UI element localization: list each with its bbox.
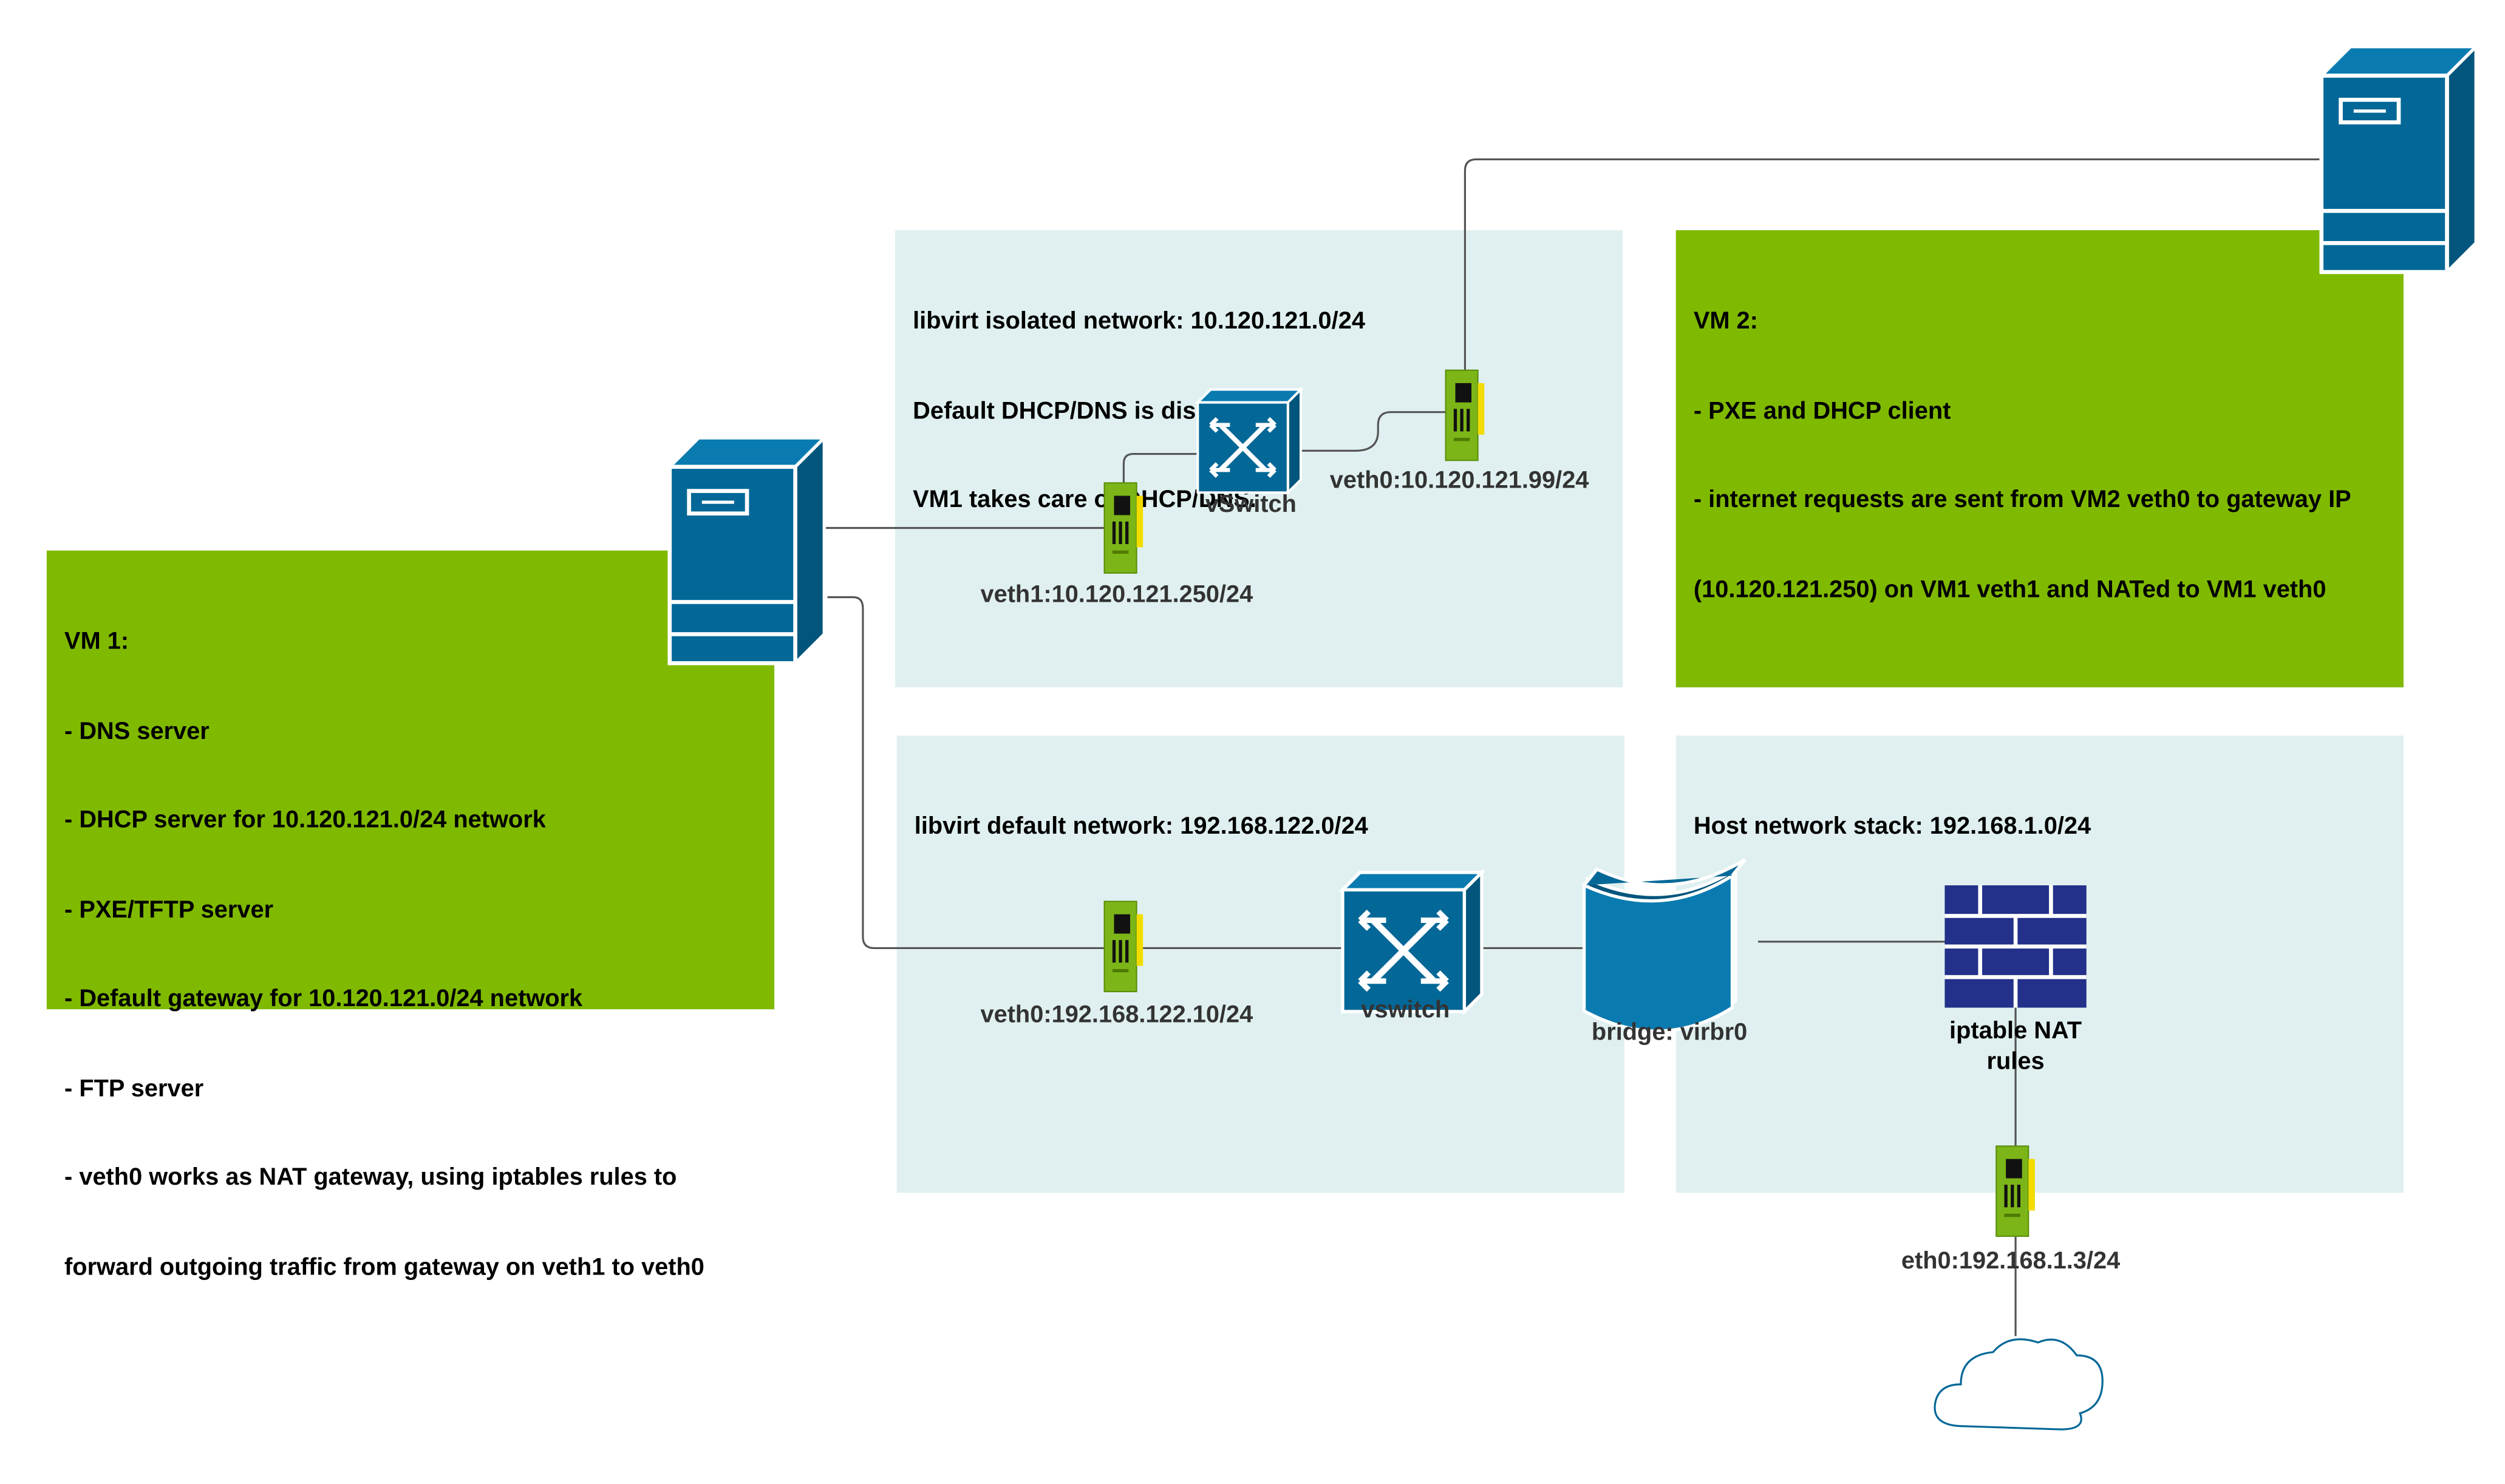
nic-veth1-vm1-icon xyxy=(1103,482,1144,574)
nic-veth0-vm2-icon xyxy=(1445,369,1485,461)
vm1-description-line: - veth0 works as NAT gateway, using ipta… xyxy=(64,1163,677,1191)
cloud-icon xyxy=(1934,1338,2104,1431)
default-network-line: libvirt default network: 192.168.122.0/2… xyxy=(914,812,1368,840)
veth1-vm1-label: veth1:10.120.121.250/24 xyxy=(980,581,1253,609)
vm1-description-line: - Default gateway for 10.120.121.0/24 ne… xyxy=(64,985,583,1013)
vm2-server-icon xyxy=(2322,47,2476,272)
vswitch-isolated-icon xyxy=(1198,390,1301,493)
default-network-title: libvirt default network: 192.168.122.0/2… xyxy=(915,754,1368,902)
vswitch-top-label: vSwitch xyxy=(1205,491,1297,519)
vm2-description: VM 2: - PXE and DHCP client - internet r… xyxy=(1694,248,2351,665)
host-network-title: Host network stack: 192.168.1.0/24 xyxy=(1694,754,2091,902)
firewall-icon xyxy=(1944,885,2087,1008)
vm2-description-zone xyxy=(1675,230,2404,687)
veth0-vm2-label: veth0:10.120.121.99/24 xyxy=(1329,466,1589,494)
vm2-description-line: (10.120.121.250) on VM1 veth1 and NATed … xyxy=(1693,575,2326,603)
vswitch-bottom-label: vswitch xyxy=(1361,996,1450,1024)
veth0-vm1-label: veth0:192.168.122.10/24 xyxy=(980,1001,1253,1029)
host-network-line: Host network stack: 192.168.1.0/24 xyxy=(1693,812,2091,840)
wire-veth0vm2-vm2 xyxy=(1464,158,2325,370)
wire-vm1-veth0 xyxy=(827,596,1105,950)
vm2-description-line: - internet requests are sent from VM2 ve… xyxy=(1693,486,2351,514)
default-network-zone xyxy=(896,735,1624,1193)
vm1-description-line: - DNS server xyxy=(64,717,210,745)
vswitch-default-icon xyxy=(1343,873,1482,1012)
bridge-label: bridge: virbr0 xyxy=(1591,1019,1748,1047)
eth0-host-label: eth0:192.168.1.3/24 xyxy=(1901,1247,2121,1275)
wire-vswitch-veth0vm2 xyxy=(1301,411,1446,452)
vm1-description-line: - DHCP server for 10.120.121.0/24 networ… xyxy=(64,806,546,834)
vm1-description-line: - PXE/TFTP server xyxy=(64,896,274,924)
vm1-server-icon xyxy=(670,438,824,663)
iptable-nat-label-line: iptable NAT xyxy=(1949,1017,2082,1045)
vm1-description-line: forward outgoing traffic from gateway on… xyxy=(64,1253,704,1281)
bridge-icon xyxy=(1582,858,1747,1033)
vm1-description-zone xyxy=(46,550,775,1010)
nic-eth0-host-icon xyxy=(1995,1145,2036,1237)
wire-veth1-vswitch xyxy=(1122,452,1201,483)
vm1-description: VM 1: - DNS server - DHCP server for 10.… xyxy=(64,568,704,1343)
iptable-nat-label-line: rules xyxy=(1986,1047,2045,1075)
vm2-description-line: VM 2: xyxy=(1693,307,1758,335)
vm2-description-line: - PXE and DHCP client xyxy=(1693,397,1951,424)
nic-veth0-vm1-icon xyxy=(1103,900,1144,993)
vm1-description-line: - FTP server xyxy=(64,1074,204,1102)
isolated-network-line: libvirt isolated network: 10.120.121.0/2… xyxy=(913,307,1365,335)
vm1-description-line: VM 1: xyxy=(64,627,129,655)
iptable-nat-label: iptable NAT rules xyxy=(1949,1016,2082,1077)
